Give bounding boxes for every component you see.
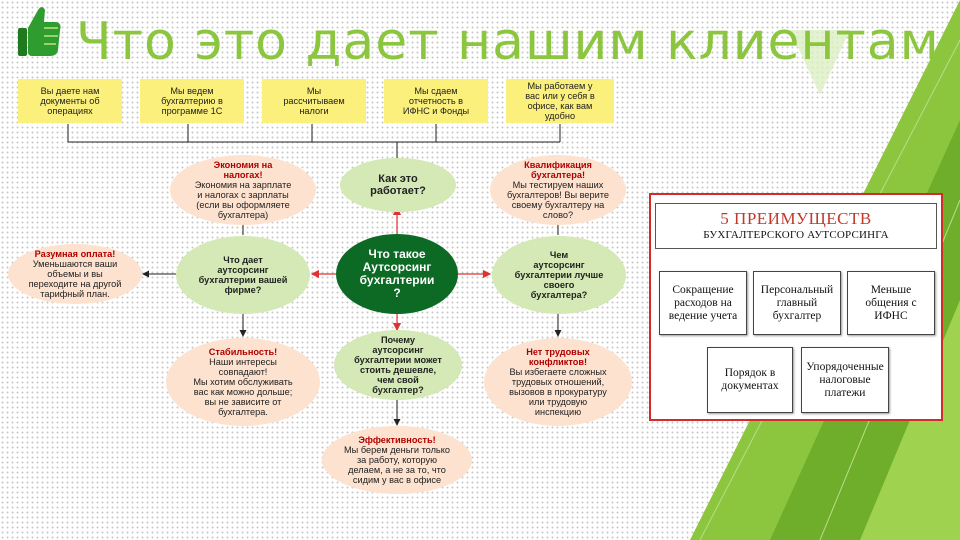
page-title: Что это дает нашим клиентам: [76, 12, 940, 72]
process-box-documents: Вы даете нам документы об операциях: [18, 79, 122, 123]
process-box-accounting-1c: Мы ведем бухгалтерию в программе 1С: [140, 79, 244, 123]
efficiency-ellipse: Эффективность! Мы берем деньги только за…: [322, 426, 472, 494]
center-ellipse: Что такое Аутсорсинг бухгалтерии ?: [336, 234, 458, 314]
better-ellipse: Чем аутсорсинг бухгалтерии лучше своего …: [492, 236, 626, 314]
reasonable-payment-ellipse: Разумная оплата! Уменьшаются ваши объемы…: [8, 244, 142, 304]
advantages-title-line1: 5 ПРЕИМУЩЕСТВ: [720, 209, 872, 228]
no-conflicts-ellipse: Нет трудовых конфликтов! Вы избегаете сл…: [484, 338, 632, 426]
gives-ellipse: Что дает аутсорсинг бухгалтерии вашей фи…: [176, 236, 310, 314]
stability-ellipse: Стабильность! Наши интересы совпадают! М…: [166, 338, 320, 426]
process-box-reports: Мы сдаем отчетность в ИФНС и Фонды: [384, 79, 488, 123]
advantage-cost-reduction: Сокращение расходов на ведение учета: [659, 271, 747, 335]
advantage-tax-payments: Упорядоченные налоговые платежи: [801, 347, 889, 413]
advantage-less-ifns: Меньше общения с ИФНС: [847, 271, 935, 335]
reasonable-body: Уменьшаются ваши объемы и вы переходите …: [28, 259, 122, 299]
gives-text: Что дает аутсорсинг бухгалтерии вашей фи…: [198, 255, 288, 295]
advantages-title-line2: БУХГАЛТЕРСКОГО АУТСОРСИНГА: [703, 229, 889, 241]
advantages-panel: 5 ПРЕИМУЩЕСТВ БУХГАЛТЕРСКОГО АУТСОРСИНГА…: [649, 193, 943, 421]
stability-heading: Стабильность!: [208, 347, 278, 357]
stability-body: Наши интересы совпадают! Мы хотим обслуж…: [193, 357, 293, 417]
cheaper-text: Почему аутсорсинг бухгалтерии может стои…: [354, 335, 442, 395]
economy-ellipse: Экономия на налогах! Экономия на зарплат…: [170, 155, 316, 225]
qualification-heading: Квалификация бухгалтера!: [524, 160, 592, 180]
advantages-title: 5 ПРЕИМУЩЕСТВ БУХГАЛТЕРСКОГО АУТСОРСИНГА: [655, 203, 937, 249]
qualification-body: Мы тестируем наших бухгалтеров! Вы верит…: [507, 180, 609, 220]
advantage-documents-order: Порядок в документах: [707, 347, 793, 413]
conflicts-heading: Нет трудовых конфликтов!: [526, 347, 590, 367]
reasonable-heading: Разумная оплата!: [34, 249, 116, 259]
conflicts-body: Вы избегаете сложных трудовых отношений,…: [509, 367, 607, 417]
efficiency-body: Мы берем деньги только за работу, котору…: [344, 445, 450, 485]
better-text: Чем аутсорсинг бухгалтерии лучше своего …: [514, 250, 604, 300]
process-box-office: Мы работаем у вас или у себя в офисе, ка…: [506, 79, 614, 123]
center-text: Что такое Аутсорсинг бухгалтерии ?: [359, 247, 435, 300]
thumbs-up-icon: [18, 7, 61, 56]
economy-body: Экономия на зарплате и налогах с зарплат…: [194, 180, 292, 220]
advantage-personal-accountant: Персональный главный бухгалтер: [753, 271, 841, 335]
economy-heading: Экономия на налогах!: [213, 160, 273, 180]
process-box-taxes: Мы рассчитываем налоги: [262, 79, 366, 123]
qualification-ellipse: Квалификация бухгалтера! Мы тестируем на…: [490, 155, 626, 225]
how-text: Как это работает?: [370, 173, 426, 197]
how-ellipse: Как это работает?: [340, 158, 456, 212]
efficiency-heading: Эффективность!: [358, 435, 436, 445]
cheaper-ellipse: Почему аутсорсинг бухгалтерии может стои…: [334, 330, 462, 400]
